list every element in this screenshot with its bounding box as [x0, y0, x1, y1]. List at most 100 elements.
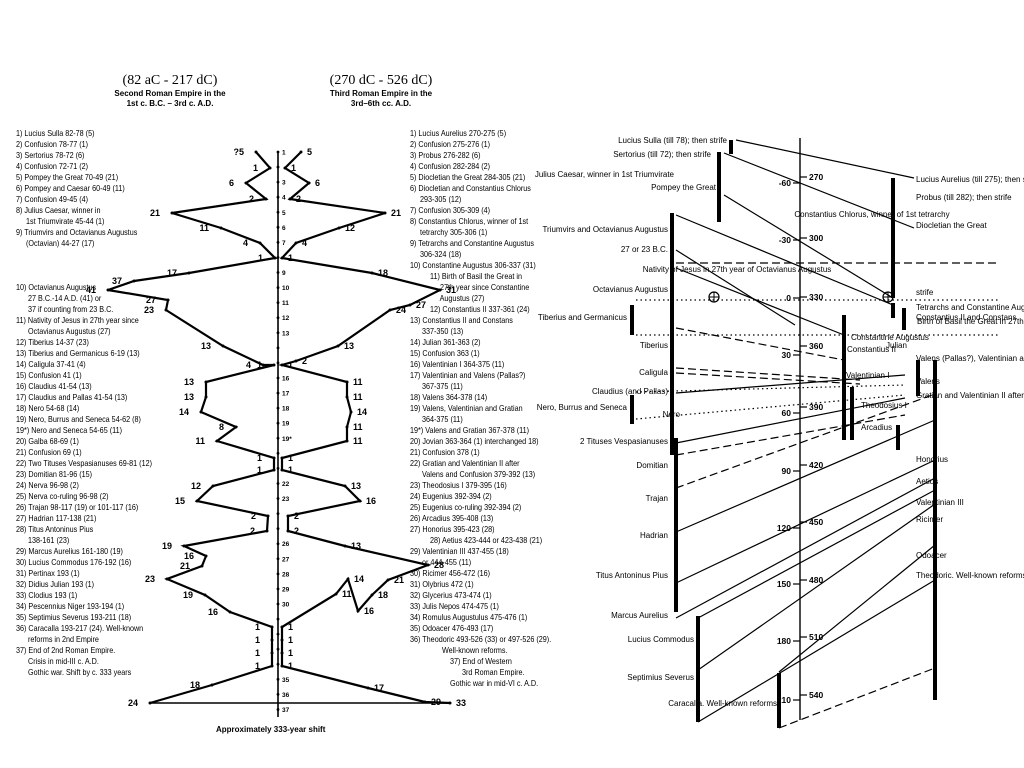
third-empire-label: Lucius Aurelius (till 275); then strife	[916, 175, 1024, 184]
right-profile-point	[286, 529, 290, 533]
ruler-list-item: 18) Valens 364-378 (14)	[410, 392, 488, 402]
left-profile-point	[165, 577, 169, 581]
shift-connector	[675, 327, 845, 361]
right-profile-value: 11	[353, 377, 363, 387]
ruler-list-item: Gothic war in mid-VI c. A.D.	[410, 678, 539, 688]
ruler-list-item: 33) Julis Nepos 474-475 (1)	[410, 601, 499, 611]
axis-tick-label: 19*	[282, 436, 292, 443]
right-profile-point	[294, 241, 298, 245]
ad-tick-label: 60	[782, 408, 792, 418]
ruler-list-item: 20) Jovian 363-364 (1) interchanged 18)	[410, 436, 539, 446]
left-profile-point	[270, 651, 274, 655]
right-profile-value: 6	[315, 178, 320, 188]
shift-connector	[675, 414, 906, 456]
left-profile-point	[273, 256, 277, 260]
axis-tick-label: 19	[282, 421, 290, 428]
right-profile-value: 2	[296, 194, 301, 204]
third-empire-label: Diocletian the Great	[916, 221, 987, 230]
second-empire-label: Sertorius (till 72); then strife	[613, 150, 711, 159]
right-profile-value: 14	[354, 574, 364, 584]
ruler-list-item: Crisis in mid-III c. A.D.	[16, 656, 99, 666]
ruler-list-item: 32) Didius Julian 193 (1)	[16, 579, 95, 589]
ruler-list-item: 37) End of 2nd Roman Empire.	[16, 645, 116, 655]
ruler-list-item: 23) Domitian 81-96 (15)	[16, 469, 93, 479]
left-profile-value: 1	[253, 163, 258, 173]
second-empire-ruler-list: 1) Lucius Sulla 82-78 (5)2) Confusion 78…	[16, 128, 152, 678]
axis-tick-dot	[276, 602, 280, 606]
ruler-list-item: 15) Confusion 41 (1)	[16, 370, 82, 380]
shift-connector	[675, 214, 894, 306]
axis-tick-label: 12	[282, 315, 290, 322]
left-profile-value: 2	[250, 526, 255, 536]
left-profile-value: 1	[257, 360, 262, 370]
axis-tick-label: 3	[282, 180, 286, 187]
left-profile-point	[211, 484, 215, 488]
left-profile-value: 1	[255, 648, 260, 658]
left-profile-point	[270, 638, 274, 642]
ruler-list-item: 364-375 (11)	[410, 414, 463, 424]
ruler-list-item: 19*) Valens and Gratian 367-378 (11)	[410, 425, 530, 435]
ruler-list-item: 5) Pompey the Great 70-49 (21)	[16, 172, 119, 182]
left-profile-point	[258, 241, 262, 245]
ruler-list-item: 29) Marcus Aurelius 161-180 (19)	[16, 546, 123, 556]
right-profile-value: 27	[416, 300, 426, 310]
ad-tick-label: 150	[777, 579, 791, 589]
ruler-list-item: 16) Valentinian I 364-375 (11)	[410, 359, 505, 369]
left-profile-value: 17	[167, 268, 177, 278]
ruler-list-item: 367-375 (11)	[410, 381, 463, 391]
left-profile-point	[221, 344, 225, 348]
ruler-list-item: 1) Lucius Sulla 82-78 (5)	[16, 128, 95, 138]
axis-tick-dot	[276, 195, 280, 199]
ruler-list-item: 23) Theodosius I 379-395 (16)	[410, 480, 507, 490]
axis-tick-dot	[276, 421, 280, 425]
left-profile-value: 19	[183, 590, 193, 600]
right-profile-value: 5	[307, 147, 312, 157]
left-profile-value: 21	[180, 561, 190, 571]
axis-tick-label: 30	[282, 602, 290, 609]
ruler-list-item: 3) Sertorius 78-72 (6)	[16, 150, 85, 160]
ruler-list-item: 14) Julian 361-363 (2)	[410, 337, 481, 347]
third-empire-title-2: 3rd–6th cc. A.D.	[350, 99, 412, 108]
left-profile-value: 16	[184, 551, 194, 561]
shift-connector	[675, 397, 906, 444]
right-profile-value: 14	[357, 407, 367, 417]
right-profile-point	[288, 197, 292, 201]
right-profile-point	[337, 226, 341, 230]
third-empire-label: Honorius	[916, 455, 948, 464]
right-profile-value: 11	[353, 392, 363, 402]
ruler-list-item: 27 B.C.-14 A.D. (41) or	[16, 293, 102, 303]
left-profile-value: 24	[128, 698, 138, 708]
left-profile-value: 1	[257, 465, 262, 475]
right-profile-point	[349, 410, 353, 414]
ruler-list-item: 2) Confusion 275-276 (1)	[410, 139, 491, 149]
right-profile-point	[280, 625, 284, 629]
ruler-list-item: 10) Constantine Augustus 306-337 (31)	[410, 260, 536, 270]
left-profile-value: 2	[251, 511, 256, 521]
ruler-list-item: reforms in 2nd Empire	[16, 634, 99, 644]
left-profile-point	[166, 298, 170, 302]
ruler-list-item: Well-known reforms.	[410, 645, 508, 655]
left-profile-point	[195, 499, 199, 503]
right-profile-value: 4	[302, 238, 307, 248]
ad-tick-label: -30	[779, 235, 792, 245]
right-profile-value: 1	[288, 465, 293, 475]
third-empire-label: Valens	[916, 377, 940, 386]
axis-tick-dot	[276, 542, 280, 546]
left-profile-point	[228, 610, 232, 614]
left-profile-value: 23	[144, 305, 154, 315]
left-profile-point	[272, 456, 276, 460]
shift-caption: Approximately 333-year shift	[216, 725, 326, 734]
axis-tick-dot	[276, 210, 280, 214]
axis-tick-dot	[276, 482, 280, 485]
left-profile-point	[132, 279, 136, 283]
second-empire-label: Septimius Severus	[627, 673, 694, 682]
left-profile-point	[234, 425, 238, 429]
left-profile-value: 41	[86, 285, 96, 295]
ruler-list-item: 9) Triumvirs and Octavianus Augustus	[16, 227, 138, 237]
third-tick-label: 390	[809, 402, 823, 412]
left-profile-point	[270, 664, 274, 668]
shift-connector	[675, 249, 796, 326]
ruler-list-item: 36) Caracalla 193-217 (24). Well-known	[16, 623, 144, 633]
left-profile-value: ?5	[233, 147, 244, 157]
second-empire-label: Hadrian	[640, 531, 668, 540]
